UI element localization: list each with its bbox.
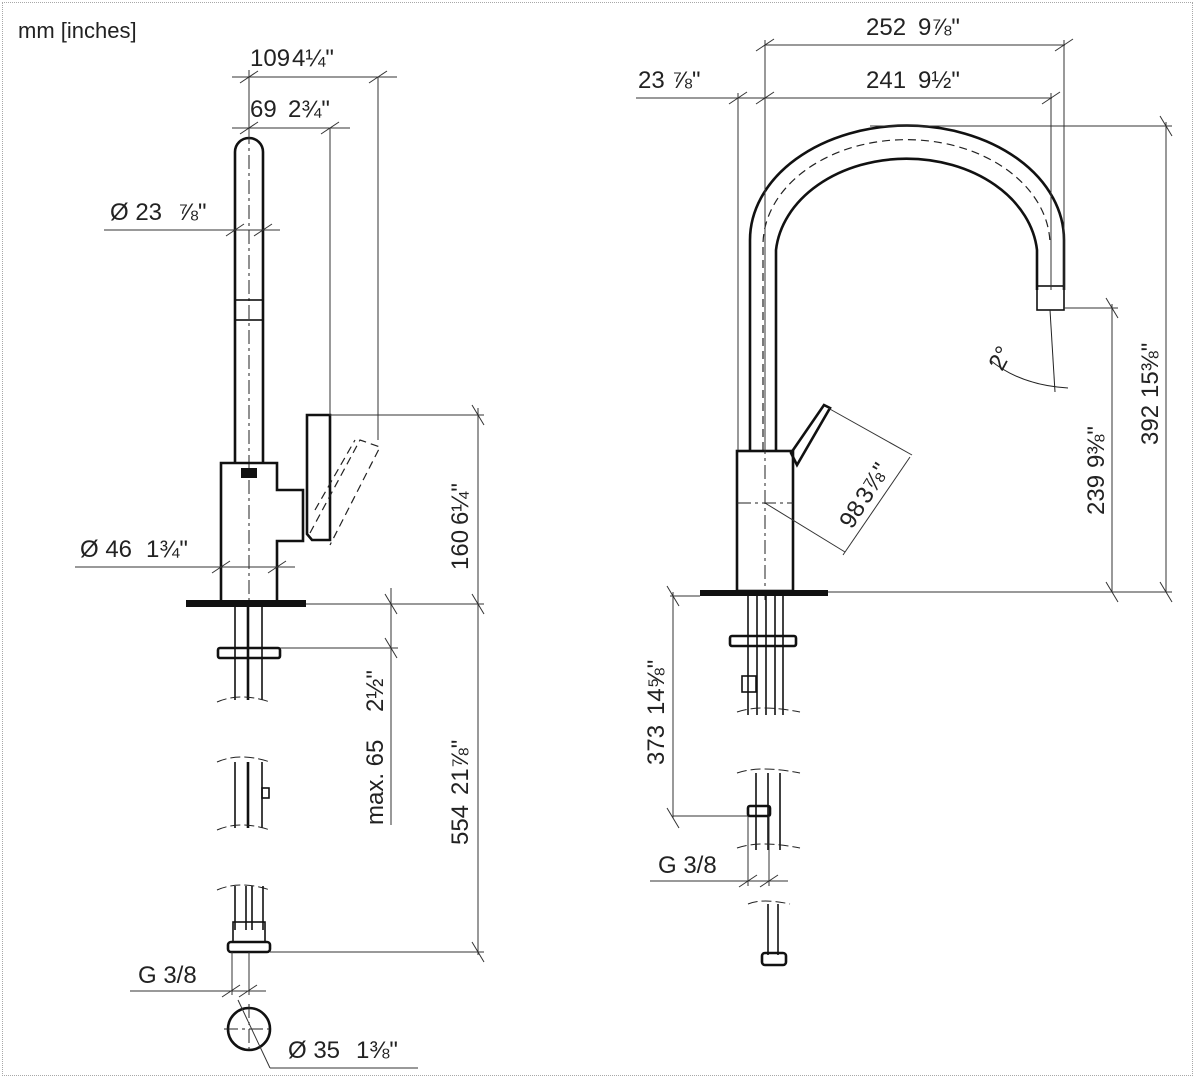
dim-373: 373 xyxy=(643,725,670,765)
indicator-mark xyxy=(241,468,257,478)
hose-nut xyxy=(741,675,757,693)
hose-connector xyxy=(760,951,788,967)
svg-text:4¼": 4¼" xyxy=(292,45,334,72)
lever xyxy=(789,403,832,468)
dim-392: 392 xyxy=(1137,405,1164,445)
dim-g38-side: G 3/8 xyxy=(138,962,197,989)
dim-spray-angle: 2° xyxy=(983,342,1018,375)
svg-text:1⅜": 1⅜" xyxy=(356,1037,398,1064)
valve-body xyxy=(219,461,305,606)
svg-text:2½": 2½" xyxy=(362,670,389,712)
side-view: 109 4¼" 69 2¾" Ø 23 ⅞" Ø 46 1¾" 160 6¼" xyxy=(75,45,485,1069)
svg-text:9⅞": 9⅞" xyxy=(918,14,960,41)
dim-23: 23 xyxy=(638,67,665,94)
dim-241: 241 xyxy=(866,67,906,94)
dim-max-65: max. 65 xyxy=(362,740,389,825)
gooseneck-outer xyxy=(748,124,1066,450)
svg-text:6¼": 6¼" xyxy=(447,483,474,525)
dim-spout-diameter: Ø 23 xyxy=(110,199,162,226)
dim-hole-diameter: Ø 35 xyxy=(288,1037,340,1064)
dim-body-diameter: Ø 46 xyxy=(80,536,132,563)
svg-text:1¾": 1¾" xyxy=(146,536,188,563)
spout-ring xyxy=(234,299,264,321)
gooseneck-inner xyxy=(774,157,1039,450)
svg-text:2¾": 2¾" xyxy=(288,96,330,123)
svg-text:9½": 9½" xyxy=(918,67,960,94)
dim-109: 109 xyxy=(250,45,290,72)
svg-text:21⅞": 21⅞" xyxy=(447,740,474,795)
svg-text:⅞": ⅞" xyxy=(672,67,701,94)
lever xyxy=(305,413,332,542)
deck-plate xyxy=(186,600,306,607)
units-label: mm [inches] xyxy=(18,18,137,43)
svg-text:15⅜": 15⅜" xyxy=(1137,343,1164,398)
svg-text:14⅝": 14⅝" xyxy=(643,660,670,715)
front-view: 2° 252 9⅞" xyxy=(636,14,1173,967)
dim-239: 239 xyxy=(1083,475,1110,515)
svg-text:9⅜": 9⅜" xyxy=(1083,426,1110,468)
dim-252: 252 xyxy=(866,14,906,41)
dim-160: 160 xyxy=(447,530,474,570)
svg-text:⅞": ⅞" xyxy=(178,199,207,226)
deck-plate xyxy=(700,590,828,596)
dim-g38-front: G 3/8 xyxy=(658,852,717,879)
mounting-nut xyxy=(728,634,798,648)
dim-554: 554 xyxy=(447,805,474,845)
dim-69: 69 xyxy=(250,96,277,123)
svg-text:3⅞": 3⅞" xyxy=(850,458,895,508)
mounting-nut xyxy=(216,646,282,660)
hose-connector xyxy=(226,940,272,954)
